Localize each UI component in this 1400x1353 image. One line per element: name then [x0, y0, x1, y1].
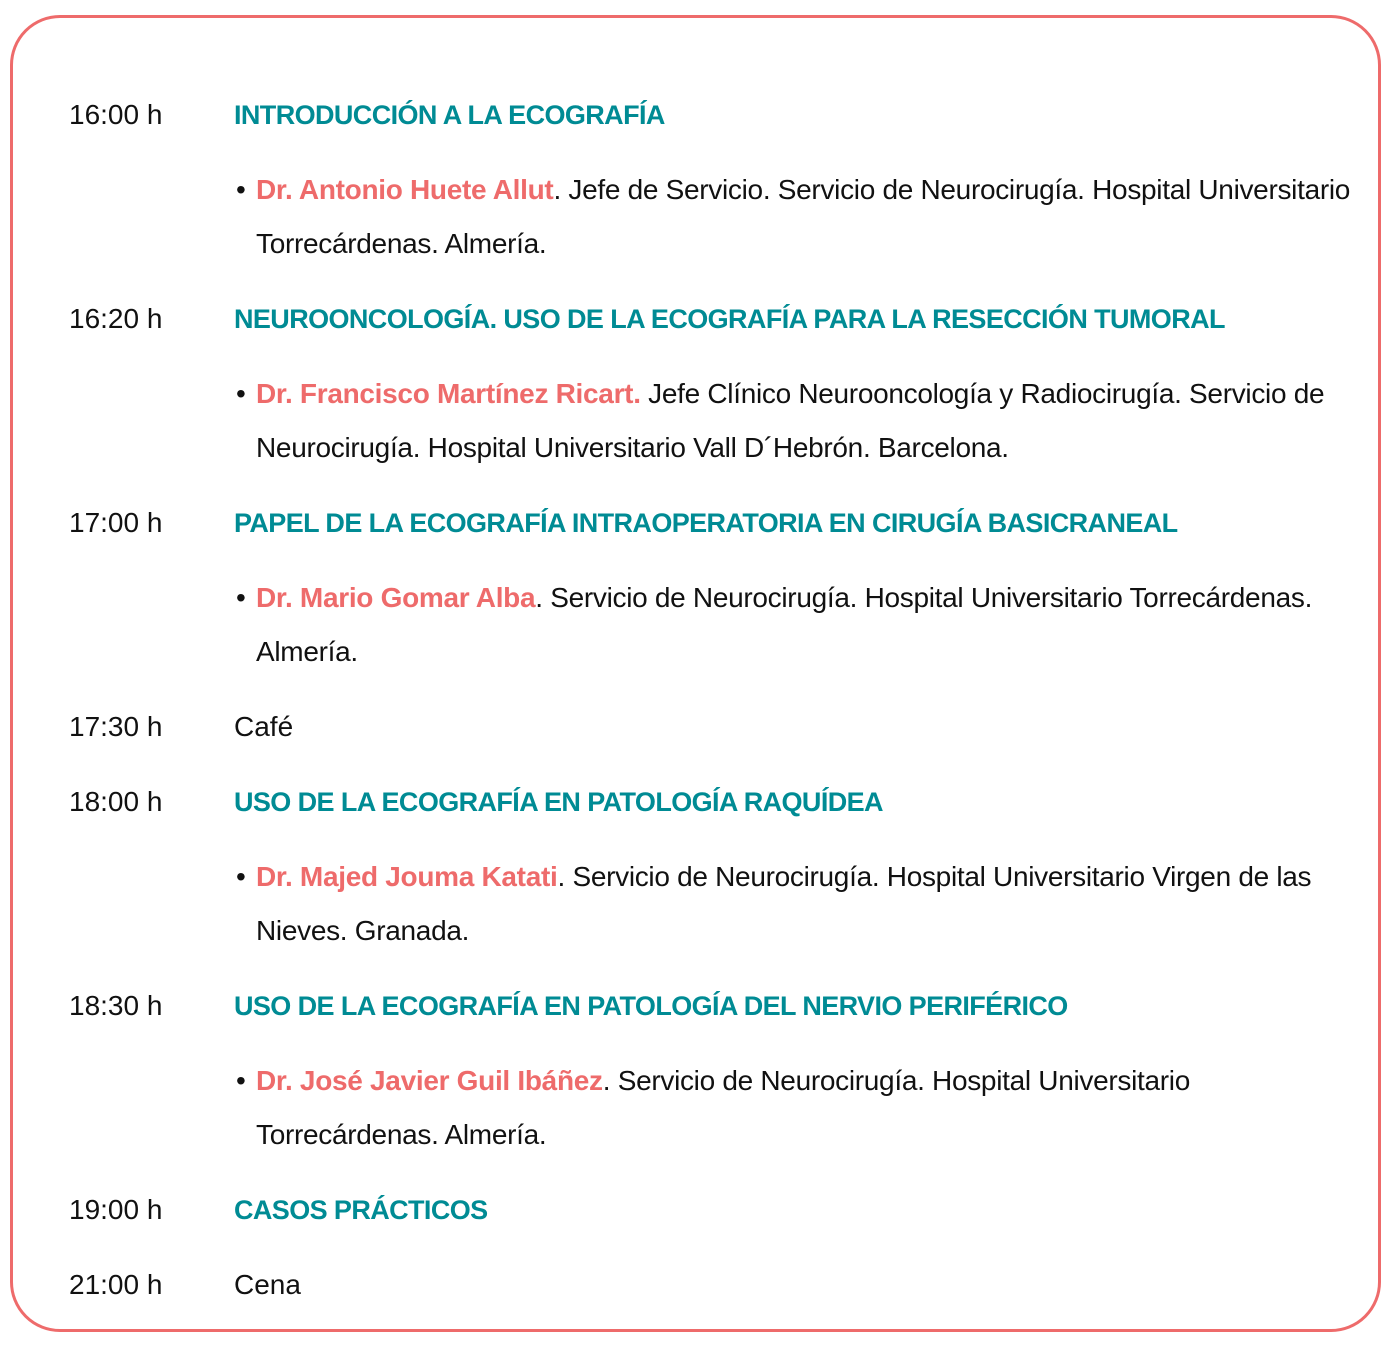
bullet-icon: •	[236, 1065, 246, 1096]
session-title: INTRODUCCIÓN A LA ECOGRAFÍA	[234, 100, 665, 130]
speaker-affiliation: . Servicio de Neurocirugía. Hospital Uni…	[256, 1065, 1190, 1150]
agenda-item: 16:00 h INTRODUCCIÓN A LA ECOGRAFÍA	[69, 88, 1358, 142]
bullet-icon: •	[236, 582, 246, 613]
speaker-item: • Dr. José Javier Guil Ibáñez. Servicio d…	[234, 1054, 1358, 1162]
agenda-time: 17:00 h	[69, 507, 163, 538]
agenda-time: 17:30 h	[69, 711, 163, 742]
session-title: USO DE LA ECOGRAFÍA EN PATOLOGÍA DEL NER…	[234, 991, 1068, 1021]
session-title: NEUROONCOLOGÍA. USO DE LA ECOGRAFÍA PARA…	[234, 304, 1226, 334]
speaker-affiliation: . Servicio de Neurocirugía. Hospital Uni…	[256, 861, 1312, 946]
speaker-name: Dr. Majed Jouma Katati	[256, 861, 558, 892]
speaker-affiliation: . Servicio de Neurocirugía. Hospital Uni…	[256, 582, 1313, 667]
agenda-item: 18:00 h USO DE LA ECOGRAFÍA EN PATOLOGÍA …	[69, 775, 1358, 829]
agenda-item: 16:20 h NEUROONCOLOGÍA. USO DE LA ECOGRAF…	[69, 292, 1358, 346]
speaker-affiliation: . Jefe de Servicio. Servicio de Neurocir…	[256, 174, 1351, 259]
agenda-time: 16:00 h	[69, 99, 163, 130]
speaker-item: • Dr. Majed Jouma Katati. Servicio de Neu…	[234, 850, 1358, 958]
agenda-item: 17:00 h PAPEL DE LA ECOGRAFÍA INTRAOPERAT…	[69, 496, 1358, 550]
speaker-name: Dr. Mario Gomar Alba	[256, 582, 536, 613]
bullet-icon: •	[236, 174, 246, 205]
session-title: USO DE LA ECOGRAFÍA EN PATOLOGÍA RAQUÍDE…	[234, 787, 884, 817]
agenda-item: 17:30 h Café	[69, 700, 1358, 754]
bullet-icon: •	[236, 378, 246, 409]
agenda-time: 19:00 h	[69, 1194, 163, 1225]
speaker-name: Dr. José Javier Guil Ibáñez	[256, 1065, 603, 1096]
agenda-item: 21:00 h Cena	[69, 1258, 1358, 1312]
break-label: Cena	[234, 1269, 301, 1300]
agenda-item: 18:30 h USO DE LA ECOGRAFÍA EN PATOLOGÍA …	[69, 979, 1358, 1033]
agenda-time: 16:20 h	[69, 303, 163, 334]
break-label: Café	[234, 711, 294, 742]
agenda-time: 18:00 h	[69, 786, 163, 817]
speaker-name: Dr. Francisco Martínez Ricart.	[256, 378, 641, 409]
bullet-icon: •	[236, 861, 246, 892]
speaker-name: Dr. Antonio Huete Allut	[256, 174, 554, 205]
session-title: CASOS PRÁCTICOS	[234, 1195, 488, 1225]
speaker-item: • Dr. Antonio Huete Allut. Jefe de Servic…	[234, 163, 1358, 271]
agenda-time: 21:00 h	[69, 1269, 163, 1300]
session-title: PAPEL DE LA ECOGRAFÍA INTRAOPERATORIA EN…	[234, 508, 1178, 538]
agenda-item: 19:00 h CASOS PRÁCTICOS	[69, 1183, 1358, 1237]
agenda-card: 16:00 h INTRODUCCIÓN A LA ECOGRAFÍA • Dr. A…	[10, 15, 1381, 1332]
speaker-item: • Dr. Mario Gomar Alba. Servicio de Neuro…	[234, 571, 1358, 679]
agenda-time: 18:30 h	[69, 990, 163, 1021]
speaker-affiliation: Jefe Clínico Neurooncología y Radiocirug…	[256, 378, 1325, 463]
agenda-list: 16:00 h INTRODUCCIÓN A LA ECOGRAFÍA • Dr. A…	[69, 88, 1358, 1333]
speaker-item: • Dr. Francisco Martínez Ricart. Jefe Clí…	[234, 367, 1358, 475]
